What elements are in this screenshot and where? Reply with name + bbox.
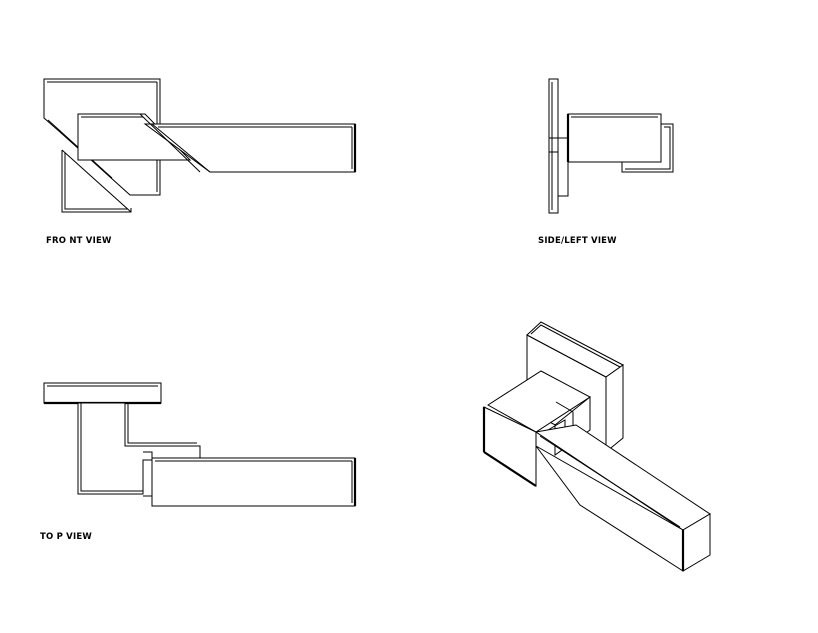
side-view xyxy=(548,78,674,214)
front-lower-wedge xyxy=(61,150,132,213)
side-lever xyxy=(567,113,662,163)
top-view-label: TO P VIEW xyxy=(40,532,92,542)
side-rear-block xyxy=(621,123,674,173)
front-view-label: FRO NT VIEW xyxy=(46,236,112,246)
side-view-label: SIDE/LEFT VIEW xyxy=(538,236,617,246)
side-rosette xyxy=(548,78,559,214)
front-neck xyxy=(77,113,192,161)
isometric-view xyxy=(482,321,711,572)
front-view xyxy=(43,78,357,213)
top-lever xyxy=(151,457,356,507)
front-rosette-outline xyxy=(43,78,161,196)
iso-rosette-side xyxy=(605,364,624,454)
top-view xyxy=(43,382,357,507)
